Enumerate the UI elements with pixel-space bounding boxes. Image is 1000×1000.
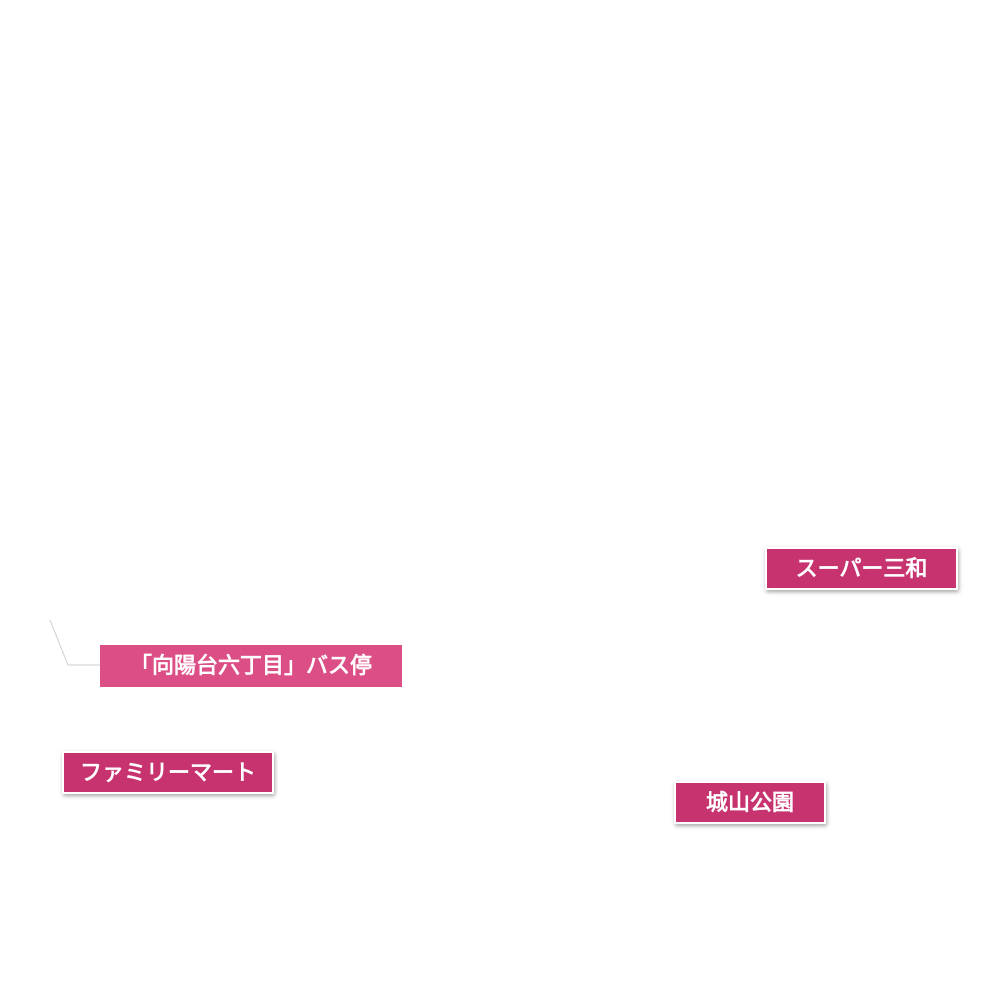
map-label-family-mart[interactable]: ファミリーマート: [62, 751, 274, 794]
map-label-family-mart-text: ファミリーマート: [79, 759, 256, 786]
map-label-joyama-park[interactable]: 城山公園: [674, 781, 826, 824]
map-label-super-sanwa[interactable]: スーパー三和: [765, 547, 958, 590]
map-label-bus-stop[interactable]: 「向陽台六丁目」バス停: [100, 645, 402, 687]
map-label-bus-stop-text: 「向陽台六丁目」バス停: [129, 653, 372, 679]
map-label-joyama-park-text: 城山公園: [705, 789, 794, 816]
map-label-super-sanwa-text: スーパー三和: [795, 555, 928, 582]
